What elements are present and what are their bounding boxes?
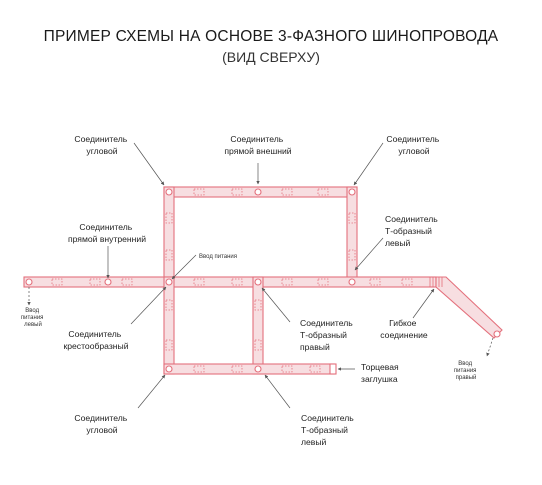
track-segment-left-upper [163,186,175,283]
label-t-left-top: Соединитель Т-образный левый [385,214,440,248]
track-segment-bottom [163,363,335,375]
label-straight-internal: Соединитель прямой внутренний [68,222,146,244]
label-corner-top-right: Соединитель угловой [386,134,441,156]
page-title: ПРИМЕР СХЕМЫ НА ОСНОВЕ 3-ФАЗНОГО ШИНОПРО… [43,28,499,45]
label-t-right: Соединитель Т-образный правый [300,318,355,352]
connector-t-left-top [348,278,356,286]
flexible-joint [429,277,443,287]
label-t-left-bottom: Соединитель Т-образный левый [301,413,356,447]
track-segment-inner [252,276,264,375]
label-power-input-left: Ввод питания левый [21,308,45,328]
label-corner-bottom: Соединитель угловой [74,413,129,435]
labels: Соединитель угловой Соединитель прямой в… [21,134,478,447]
connector-cross [165,278,173,286]
track-segment-left-lower [163,276,175,375]
connector-power-input-right [493,330,501,338]
label-flexible: Гибкое соединение [380,318,428,340]
track-segment-diagonal [435,276,503,339]
label-cross: Соединитель крестообразный [63,329,128,351]
track-joints [51,188,413,373]
page-subtitle: (ВИД СВЕРХУ) [222,49,320,65]
track-segment-right [346,186,358,283]
leader-lines [27,142,494,409]
track-segment-middle [23,276,437,288]
label-corner-top-left: Соединитель угловой [74,134,129,156]
connector-straight-internal [104,278,112,286]
connector-straight-external [254,188,262,196]
connector-corner-top-left [165,188,173,196]
connector-corner-bottom [165,365,173,373]
label-power-input-right: Ввод питания правый [454,361,478,381]
end-cap-block [329,363,337,375]
connector-t-right [254,278,262,286]
label-power-input-center: Ввод питания [199,254,237,260]
connector-corner-top-right [348,188,356,196]
connector-circles [25,188,501,373]
connector-power-input-left [25,278,33,286]
label-end-cap: Торцевая заглушка [361,362,401,384]
connector-t-left-bottom [254,365,262,373]
label-straight-external: Соединитель прямой внешний [224,134,291,156]
